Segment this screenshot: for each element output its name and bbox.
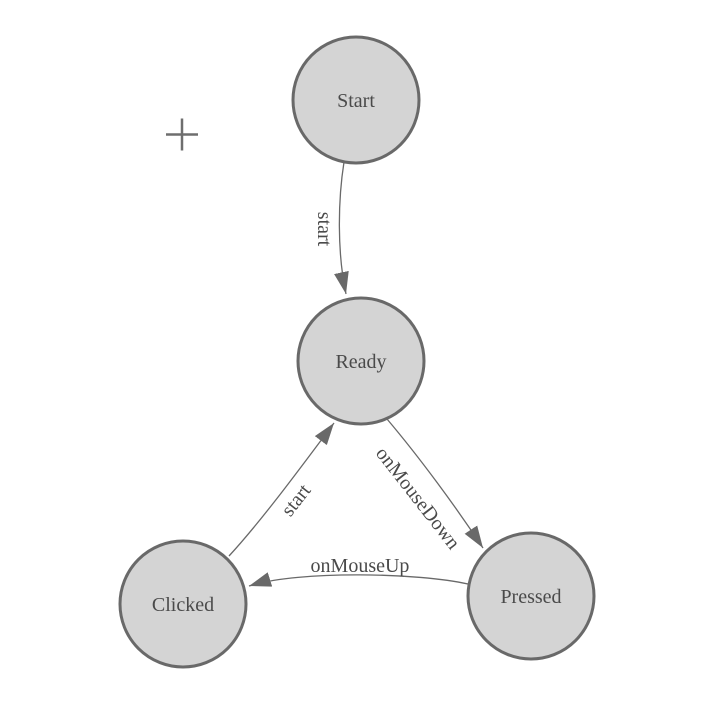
edge-pressed-to-clicked[interactable]: onMouseUp xyxy=(248,555,469,587)
edge-line-pressed-to-clicked[interactable] xyxy=(248,572,469,587)
node-start[interactable]: Start xyxy=(291,35,421,165)
state-circle-clicked[interactable] xyxy=(118,539,248,669)
edge-clicked-to-ready[interactable]: start xyxy=(228,422,335,557)
edge-label-clicked-to-ready: start xyxy=(277,480,316,521)
edge-line-start-to-ready[interactable] xyxy=(334,161,349,295)
state-circle-ready[interactable] xyxy=(296,296,426,426)
state-label-pressed: Pressed xyxy=(500,586,561,608)
node-clicked[interactable]: Clicked xyxy=(118,539,248,669)
edge-label-ready-to-pressed: onMouseDown xyxy=(371,443,464,554)
state-label-ready: Ready xyxy=(335,351,386,373)
state-label-clicked: Clicked xyxy=(152,594,214,616)
node-ready[interactable]: Ready xyxy=(296,296,426,426)
edge-start-to-ready[interactable]: start xyxy=(313,161,349,295)
plus-crosshair-icon xyxy=(166,118,198,151)
node-pressed[interactable]: Pressed xyxy=(466,531,596,661)
edge-line-clicked-to-ready[interactable] xyxy=(228,422,335,557)
edge-ready-to-pressed[interactable]: onMouseDown xyxy=(371,418,484,554)
state-label-start: Start xyxy=(337,90,375,112)
edge-line-ready-to-pressed[interactable] xyxy=(386,418,484,549)
state-circle-pressed[interactable] xyxy=(466,531,596,661)
edge-label-pressed-to-clicked: onMouseUp xyxy=(311,555,410,577)
state-circle-start[interactable] xyxy=(291,35,421,165)
edge-label-start-to-ready: start xyxy=(313,212,335,247)
